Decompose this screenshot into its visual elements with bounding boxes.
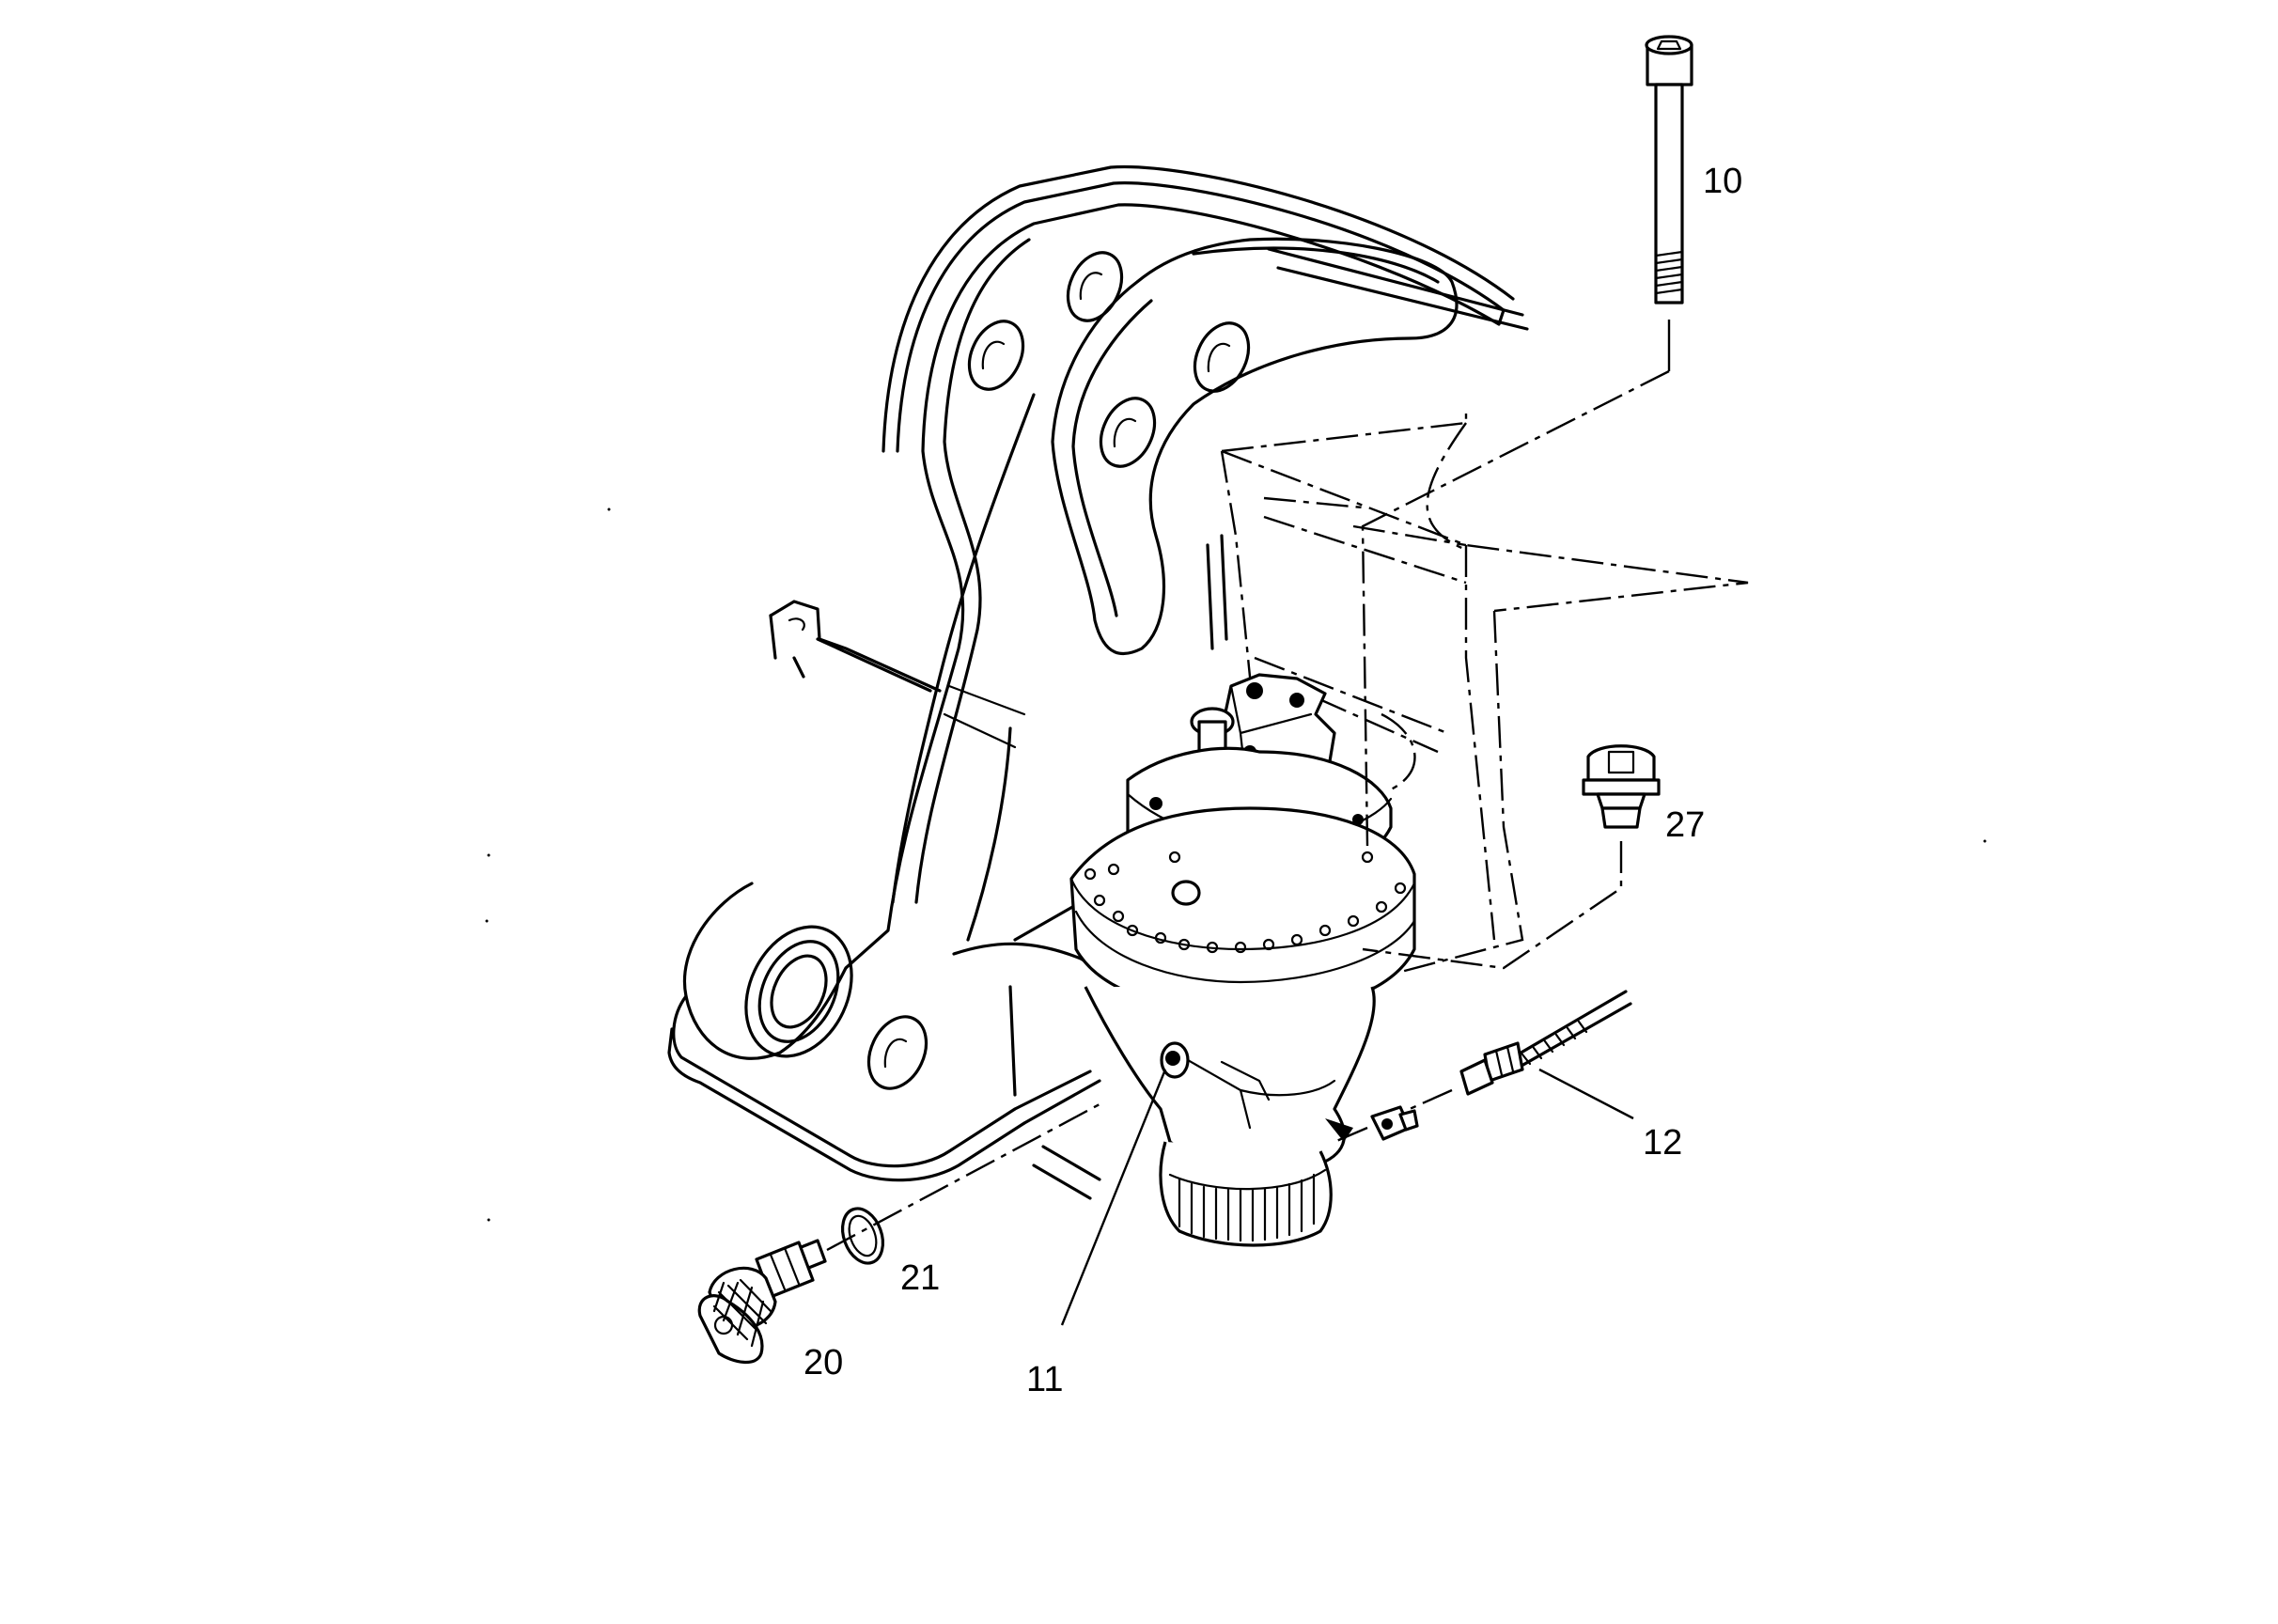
motor-leader-line — [1060, 1069, 1167, 1326]
callout-11: 11 — [1026, 1360, 1063, 1399]
bolt-centerline — [1361, 369, 1670, 847]
swing-motor-assembly — [1069, 673, 1416, 1247]
hose-leader-line — [1538, 1068, 1634, 1120]
o-ring — [840, 1207, 885, 1265]
hose-braid — [1521, 1020, 1588, 1066]
plug-centerline — [1362, 841, 1623, 970]
callout-10: 10 — [1703, 162, 1742, 201]
scan-specks — [485, 508, 1987, 1222]
callout-21: 21 — [900, 1258, 940, 1298]
callout-20: 20 — [804, 1343, 843, 1382]
bolt — [1645, 35, 1693, 304]
fitting — [697, 1239, 827, 1364]
pinion-gear-teeth — [1178, 1173, 1316, 1242]
hose-fitting-elbow — [1370, 1105, 1419, 1141]
callout-12: 12 — [1643, 1123, 1682, 1163]
fitting-knurl — [712, 1278, 772, 1348]
plug — [1582, 744, 1661, 829]
callout-27: 27 — [1665, 805, 1705, 845]
motor-fitting-centerline — [1334, 1126, 1368, 1144]
flange-bolt-holes — [1084, 851, 1407, 954]
boom-bracket-frame — [667, 164, 1529, 1200]
hose — [1459, 990, 1632, 1096]
hose-centerline — [1409, 1088, 1453, 1111]
bolt-thread — [1654, 250, 1684, 295]
